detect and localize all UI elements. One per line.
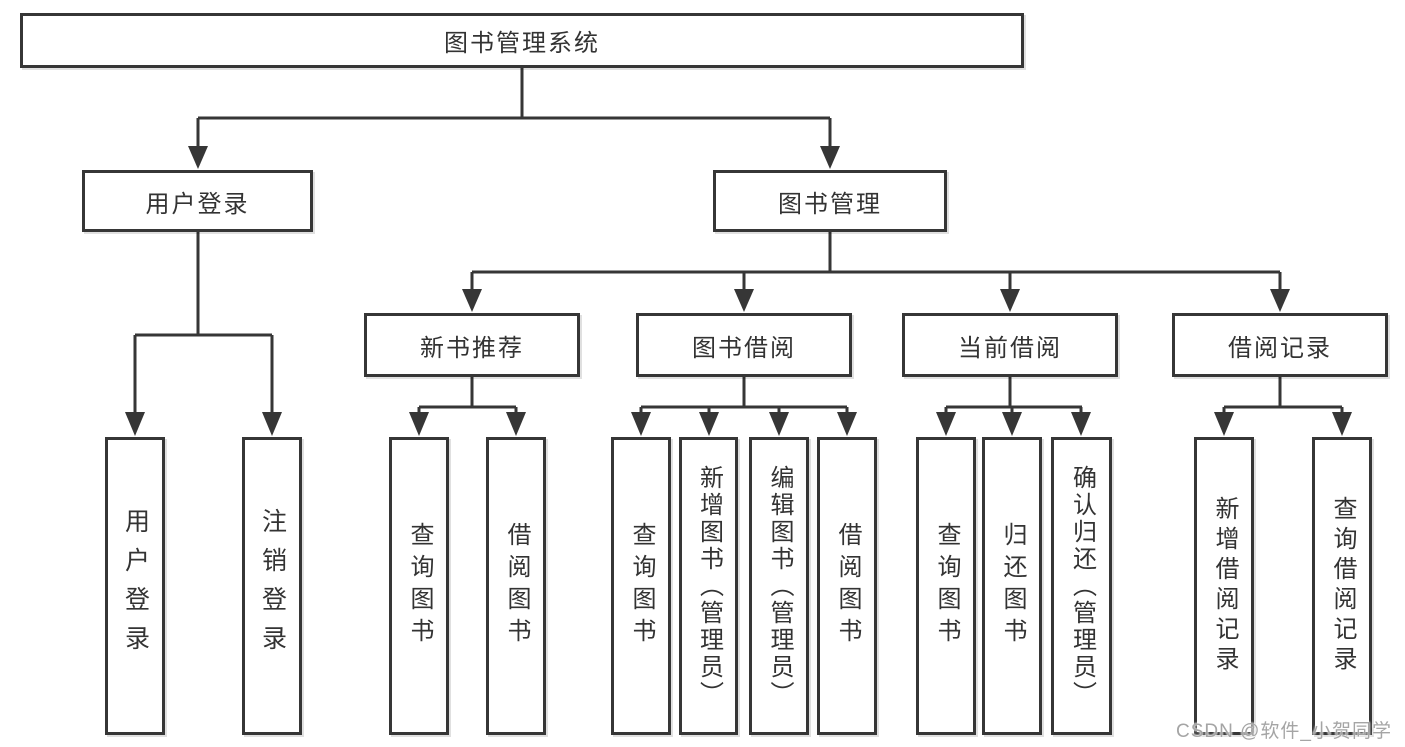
leaf-records-query-record: 查询借阅记录	[1312, 437, 1372, 735]
leaf-borrowing-edit-books-admin-label: 编辑图书（管理员）	[766, 464, 793, 708]
node-borrow-records: 借阅记录	[1172, 313, 1388, 377]
leaf-recommend-query-books: 查询图书	[389, 437, 449, 735]
leaf-logout-label: 注销登录	[258, 508, 287, 664]
leaf-current-confirm-return-admin: 确认归还（管理员）	[1051, 437, 1112, 735]
node-library-system-label: 图书管理系统	[444, 30, 600, 57]
leaf-recommend-borrow-books-label: 借阅图书	[503, 522, 530, 650]
node-book-management-label: 图书管理	[778, 190, 882, 218]
leaf-borrowing-add-books-admin-label: 新增图书（管理员）	[695, 464, 723, 708]
node-library-system: 图书管理系统	[20, 13, 1024, 68]
node-current-borrowing: 当前借阅	[902, 313, 1118, 377]
node-new-book-recommendation-label: 新书推荐	[420, 334, 524, 362]
leaf-records-add-record: 新增借阅记录	[1194, 437, 1254, 735]
leaf-records-query-record-label: 查询借阅记录	[1329, 496, 1356, 676]
node-new-book-recommendation: 新书推荐	[364, 313, 580, 377]
leaf-recommend-borrow-books: 借阅图书	[486, 437, 546, 735]
leaf-borrowing-edit-books-admin: 编辑图书（管理员）	[749, 437, 809, 735]
node-book-borrowing: 图书借阅	[636, 313, 852, 377]
node-current-borrowing-label: 当前借阅	[958, 334, 1062, 362]
leaf-logout: 注销登录	[242, 437, 302, 735]
leaf-current-query-books: 查询图书	[916, 437, 976, 735]
watermark: CSDN @软件_小贺同学	[1176, 721, 1392, 742]
leaf-borrowing-query-books: 查询图书	[611, 437, 671, 735]
leaf-borrowing-add-books-admin: 新增图书（管理员）	[679, 437, 738, 735]
leaf-borrowing-borrow-books: 借阅图书	[817, 437, 877, 735]
node-book-borrowing-label: 图书借阅	[692, 334, 796, 362]
leaf-user-login-label: 用户登录	[121, 508, 150, 664]
leaf-current-return-books: 归还图书	[982, 437, 1042, 735]
leaf-current-query-books-label: 查询图书	[933, 522, 960, 650]
leaf-borrowing-borrow-books-label: 借阅图书	[834, 522, 861, 650]
leaf-recommend-query-books-label: 查询图书	[406, 522, 433, 650]
leaf-user-login: 用户登录	[105, 437, 165, 735]
node-user-login-label: 用户登录	[145, 190, 250, 218]
node-borrow-records-label: 借阅记录	[1228, 334, 1332, 362]
leaf-borrowing-query-books-label: 查询图书	[628, 522, 655, 650]
leaf-current-return-books-label: 归还图书	[999, 522, 1026, 650]
node-book-management: 图书管理	[713, 170, 947, 232]
leaf-records-add-record-label: 新增借阅记录	[1211, 496, 1238, 676]
leaf-current-confirm-return-admin-label: 确认归还（管理员）	[1068, 464, 1096, 708]
node-user-login: 用户登录	[82, 170, 313, 232]
